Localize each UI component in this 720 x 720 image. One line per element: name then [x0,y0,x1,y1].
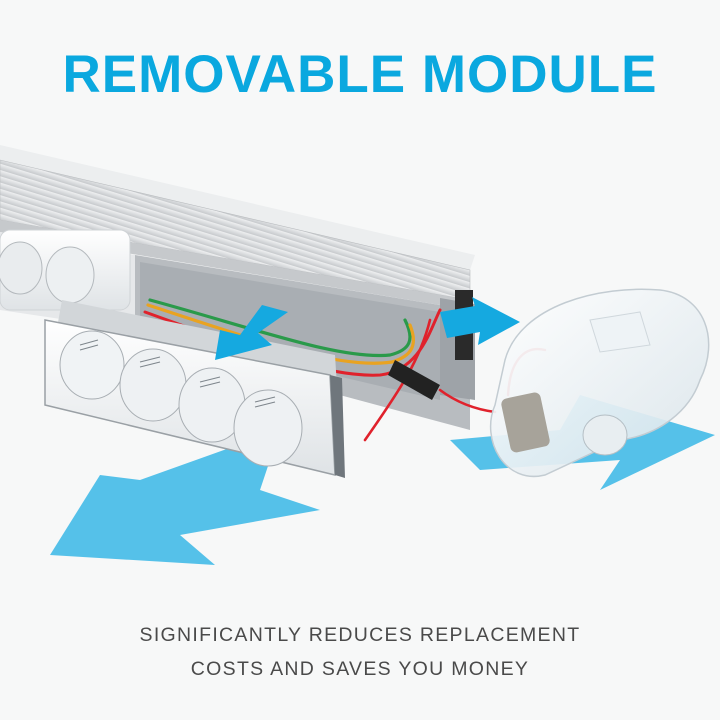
arrow-slide-out-icon [215,305,288,360]
large-arrow-left-icon [50,430,320,565]
headline-title: REMOVABLE MODULE [62,45,658,104]
caption-line-2: COSTS AND SAVES YOU MONEY [190,658,530,680]
arrow-end-cap-icon [440,297,520,345]
caption-line-1: SIGNIFICANTLY REDUCES REPLACEMENT [139,624,581,646]
removed-lens-module [44,300,345,478]
end-cap-module [489,288,710,478]
rear-lens-row [0,229,131,311]
wire-connector [388,360,440,400]
